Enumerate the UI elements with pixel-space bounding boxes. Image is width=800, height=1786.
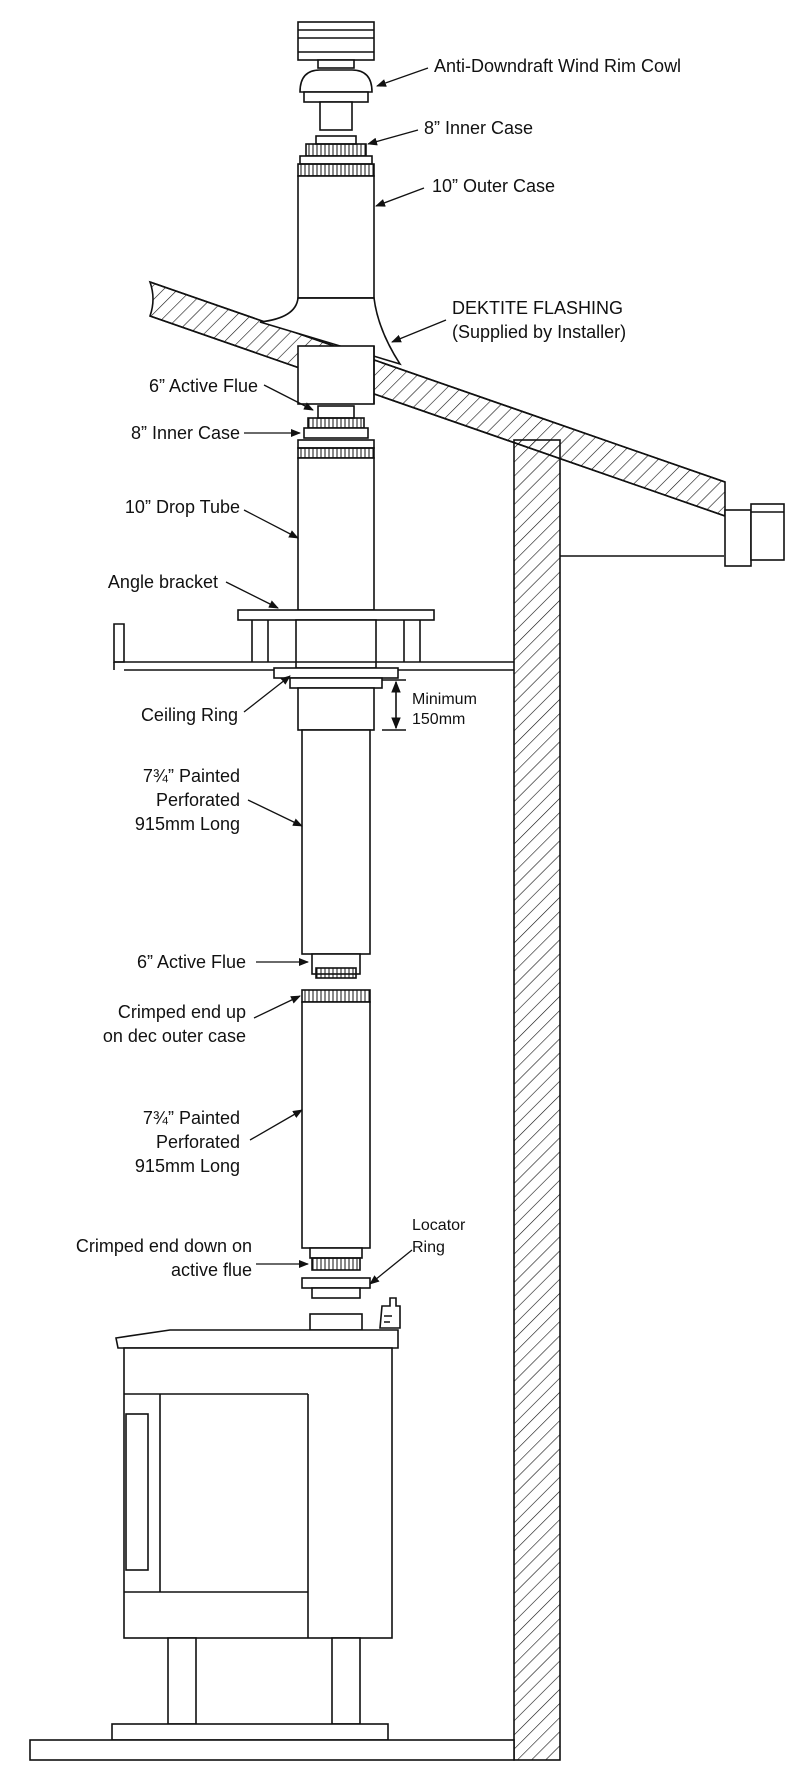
label-angle-bracket: Angle bracket bbox=[108, 572, 218, 592]
label-minimum-line-1: Minimum bbox=[412, 691, 477, 708]
label-outer-case: 10” Outer Case bbox=[432, 176, 555, 196]
label-flashing-line-2: (Supplied by Installer) bbox=[452, 322, 626, 342]
active-flue-top bbox=[307, 405, 365, 429]
leader-lines bbox=[225, 67, 447, 1285]
perforated-pipe-upper bbox=[301, 729, 371, 979]
label-crimped-up-line-1: Crimped end up bbox=[118, 1002, 246, 1022]
wall bbox=[513, 439, 561, 1761]
label-ceiling-ring: Ceiling Ring bbox=[141, 705, 238, 725]
label-inner-case-mid: 8” Inner Case bbox=[131, 423, 240, 443]
label-perforated-lower-line-1: 7¾” Painted bbox=[143, 1108, 240, 1128]
ceiling-ring bbox=[273, 667, 399, 731]
label-drop-tube: 10” Drop Tube bbox=[125, 497, 240, 517]
label-flashing-line-1: DEKTITE FLASHING bbox=[452, 298, 623, 318]
wind-rim-cowl bbox=[297, 21, 375, 131]
stove bbox=[29, 1297, 515, 1761]
inner-case-mid bbox=[303, 427, 369, 439]
angle-bracket bbox=[237, 609, 435, 669]
label-crimped-up-line-2: on dec outer case bbox=[103, 1026, 246, 1046]
label-inner-case-top: 8” Inner Case bbox=[424, 118, 533, 138]
drop-tube bbox=[297, 439, 375, 611]
gutter bbox=[560, 503, 785, 567]
label-locator-line-2: Ring bbox=[412, 1239, 445, 1256]
label-cowl: Anti-Downdraft Wind Rim Cowl bbox=[434, 56, 681, 76]
label-perforated-lower-line-2: Perforated bbox=[156, 1132, 240, 1152]
label-perforated-upper-line-1: 7¾” Painted bbox=[143, 766, 240, 786]
label-perforated-upper-line-3: 915mm Long bbox=[135, 814, 240, 834]
label-crimped-down-line-2: active flue bbox=[171, 1260, 252, 1280]
inner-case-top bbox=[299, 135, 373, 165]
roof bbox=[148, 280, 726, 518]
minimum-dimension bbox=[382, 679, 406, 731]
label-perforated-lower-line-3: 915mm Long bbox=[135, 1156, 240, 1176]
label-crimped-down-line-1: Crimped end down on bbox=[76, 1236, 252, 1256]
label-minimum-line-2: 150mm bbox=[412, 711, 465, 728]
label-perforated-upper-line-2: Perforated bbox=[156, 790, 240, 810]
perforated-pipe-lower bbox=[301, 989, 371, 1271]
outer-case-top bbox=[259, 163, 402, 405]
locator-ring bbox=[301, 1277, 371, 1299]
label-locator-line-1: Locator bbox=[412, 1217, 466, 1234]
label-active-flue-mid: 6” Active Flue bbox=[137, 952, 246, 972]
labels: Anti-Downdraft Wind Rim Cowl 8” Inner Ca… bbox=[76, 56, 681, 1280]
label-active-flue-top: 6” Active Flue bbox=[149, 376, 258, 396]
